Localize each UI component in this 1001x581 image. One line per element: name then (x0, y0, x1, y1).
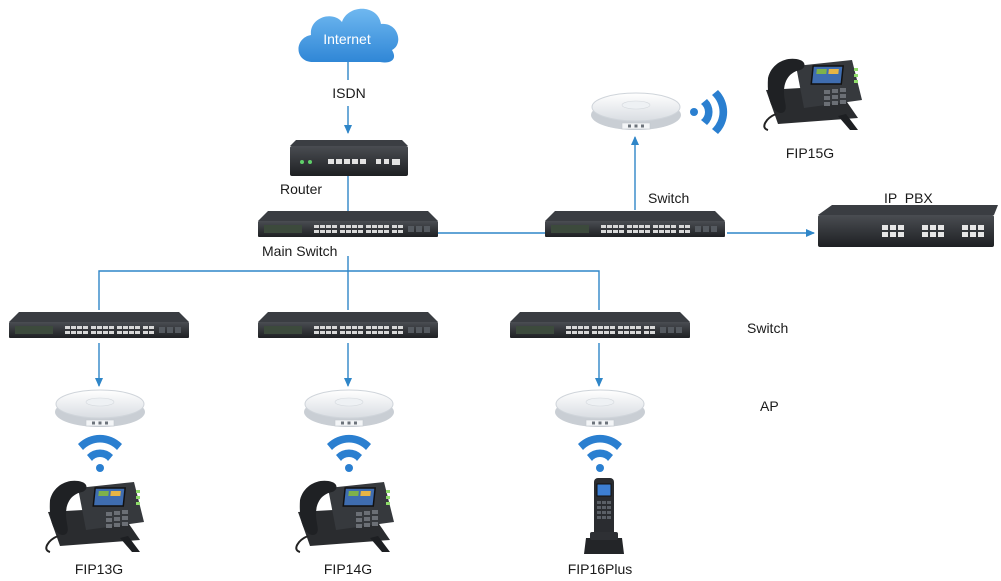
isdn-label: ISDN (332, 85, 365, 101)
main-switch-icon (258, 211, 438, 237)
fip15g-phone-icon (763, 57, 863, 131)
upper-switch-label: Switch (648, 190, 689, 206)
mid-switch-icon (258, 312, 438, 338)
left-switch-icon (9, 312, 189, 338)
upper-switch-icon (545, 211, 725, 237)
ap-row-label: AP (760, 398, 779, 414)
mid-wifi-icon (327, 434, 371, 472)
router-icon (290, 140, 408, 176)
internet-cloud-icon (298, 8, 399, 63)
ip-pbx-icon (818, 205, 998, 247)
internet-label: Internet (323, 31, 371, 47)
switch-row-label: Switch (747, 320, 788, 336)
fip16plus-label: FIP16Plus (568, 561, 633, 577)
left-access-point-icon (54, 389, 146, 428)
top-wifi-icon (690, 90, 728, 134)
main-switch-label: Main Switch (262, 243, 337, 259)
mid-access-point-icon (303, 389, 395, 428)
fip15g-label: FIP15G (786, 145, 834, 161)
right-wifi-icon (578, 434, 622, 472)
fip14g-label: FIP14G (324, 561, 372, 577)
right-access-point-icon (554, 389, 646, 428)
fip16plus-handset-icon (584, 478, 624, 554)
fip14g-phone-icon (295, 479, 395, 553)
right-switch-icon (510, 312, 690, 338)
router-label: Router (280, 181, 322, 197)
left-wifi-icon (78, 434, 122, 472)
connection-lines (95, 62, 815, 387)
ip-pbx-label: IP PBX (884, 190, 933, 206)
top-access-point-icon (590, 92, 682, 131)
fip13g-label: FIP13G (75, 561, 123, 577)
fip13g-phone-icon (45, 479, 146, 553)
distribution-line (98, 270, 600, 310)
